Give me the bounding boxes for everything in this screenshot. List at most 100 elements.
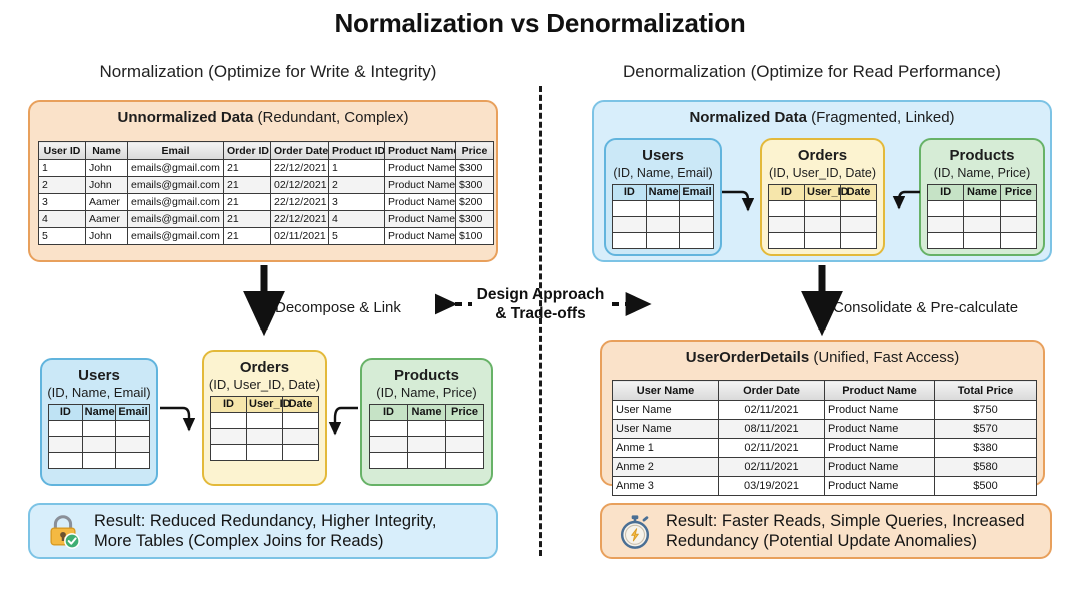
column-header: ID: [48, 403, 83, 421]
table-cell: [768, 199, 805, 217]
table-cell: Product Name: [824, 419, 935, 439]
table-cell: [282, 443, 319, 461]
table-cell: Product Name: [824, 438, 935, 458]
table-cell: Anme 1: [612, 438, 719, 458]
column-header: Name: [407, 403, 446, 421]
table-cell: Aamer: [85, 193, 128, 211]
left-result-line1: Result: Reduced Redundancy, Higher Integ…: [94, 511, 437, 530]
table-row: [612, 215, 714, 233]
table-cell: $300: [455, 210, 494, 228]
table-cell: [612, 215, 647, 233]
table-cell: [210, 411, 247, 429]
column-header: Name: [963, 183, 1001, 201]
table-cell: [81, 435, 117, 453]
table-cell: $100: [455, 227, 494, 245]
page-title: Normalization vs Denormalization: [334, 8, 746, 38]
table-cell: 3: [38, 193, 86, 211]
table-cell: [768, 231, 805, 249]
table-cell: User Name: [612, 400, 719, 420]
table-cell: Anme 3: [612, 476, 719, 496]
products-card-title-right: Products (ID, Name, Price): [921, 140, 1043, 182]
left-result-box: Result: Reduced Redundancy, Higher Integ…: [28, 503, 498, 559]
table-cell: [282, 427, 319, 445]
table-cell: Product Name: [824, 476, 935, 496]
table-cell: emails@gmail.com: [127, 227, 224, 245]
table-cell: [999, 231, 1038, 249]
table-cell: John: [85, 176, 128, 194]
table-cell: [963, 199, 1001, 217]
users-attrs-left: (ID, Name, Email): [47, 385, 151, 401]
column-header: Product Name: [824, 380, 935, 401]
table-cell: [926, 199, 965, 217]
table-cell: Anme 2: [612, 457, 719, 477]
table-row: [926, 231, 1038, 249]
users-card-title-left: Users (ID, Name, Email): [42, 360, 156, 402]
table-cell: 22/12/2021: [270, 159, 329, 177]
column-header: ID: [210, 395, 247, 413]
table-cell: $750: [934, 400, 1037, 420]
table-row: [768, 215, 877, 233]
orders-name-right: Orders: [797, 147, 848, 164]
table-cell: [48, 419, 83, 437]
table-cell: User Name: [612, 419, 719, 439]
column-header: Email: [679, 183, 714, 201]
left-column-subtitle: Normalization (Optimize for Write & Inte…: [99, 62, 437, 81]
column-header: Total Price: [934, 380, 1037, 401]
table-cell: $200: [455, 193, 494, 211]
table-cell: Product Name: [384, 176, 456, 194]
table-cell: [445, 419, 484, 437]
userorderdetails-title: UserOrderDetails (Unified, Fast Access): [602, 342, 1043, 366]
uod-title-bold: UserOrderDetails: [685, 349, 810, 366]
table-cell: emails@gmail.com: [127, 193, 224, 211]
table-cell: John: [85, 227, 128, 245]
column-header: Email: [127, 141, 224, 160]
column-header: User_ID: [246, 395, 291, 413]
table-cell: 4: [328, 210, 385, 228]
products-name-left: Products: [393, 367, 459, 384]
right-result-line1: Result: Faster Reads, Simple Queries, In…: [666, 511, 1025, 530]
table-cell: 02/11/2021: [270, 227, 329, 245]
left-result-text: Result: Reduced Redundancy, Higher Integ…: [94, 511, 436, 551]
table-cell: [612, 231, 647, 249]
table-cell: 5: [38, 227, 86, 245]
table-row: [612, 199, 714, 217]
table-cell: [210, 427, 247, 445]
table-cell: [210, 443, 247, 461]
table-cell: 5: [328, 227, 385, 245]
consolidate-arrow-label: Consolidate & Pre-calculate: [833, 299, 1019, 316]
normalized-data-title: Normalized Data (Fragmented, Linked): [594, 102, 1050, 126]
column-header: ID: [768, 183, 805, 201]
table-cell: Product Name: [384, 159, 456, 177]
table-cell: [115, 419, 150, 437]
table-cell: [81, 451, 117, 469]
column-header: Price: [445, 403, 484, 421]
table-cell: [612, 199, 647, 217]
table-cell: [407, 419, 446, 437]
table-cell: [369, 435, 408, 453]
column-header: Order Date: [718, 380, 825, 401]
products-name-right: Products: [949, 147, 1015, 164]
table-cell: $380: [934, 438, 1037, 458]
users-name-right: Users: [642, 147, 684, 164]
lock-check-icon: [44, 512, 82, 550]
column-header: Price: [455, 141, 494, 160]
table-cell: $300: [455, 176, 494, 194]
table-cell: 21: [223, 210, 271, 228]
orders-name-left: Orders: [239, 359, 290, 376]
table-row: [926, 215, 1038, 233]
table-cell: [804, 231, 841, 249]
